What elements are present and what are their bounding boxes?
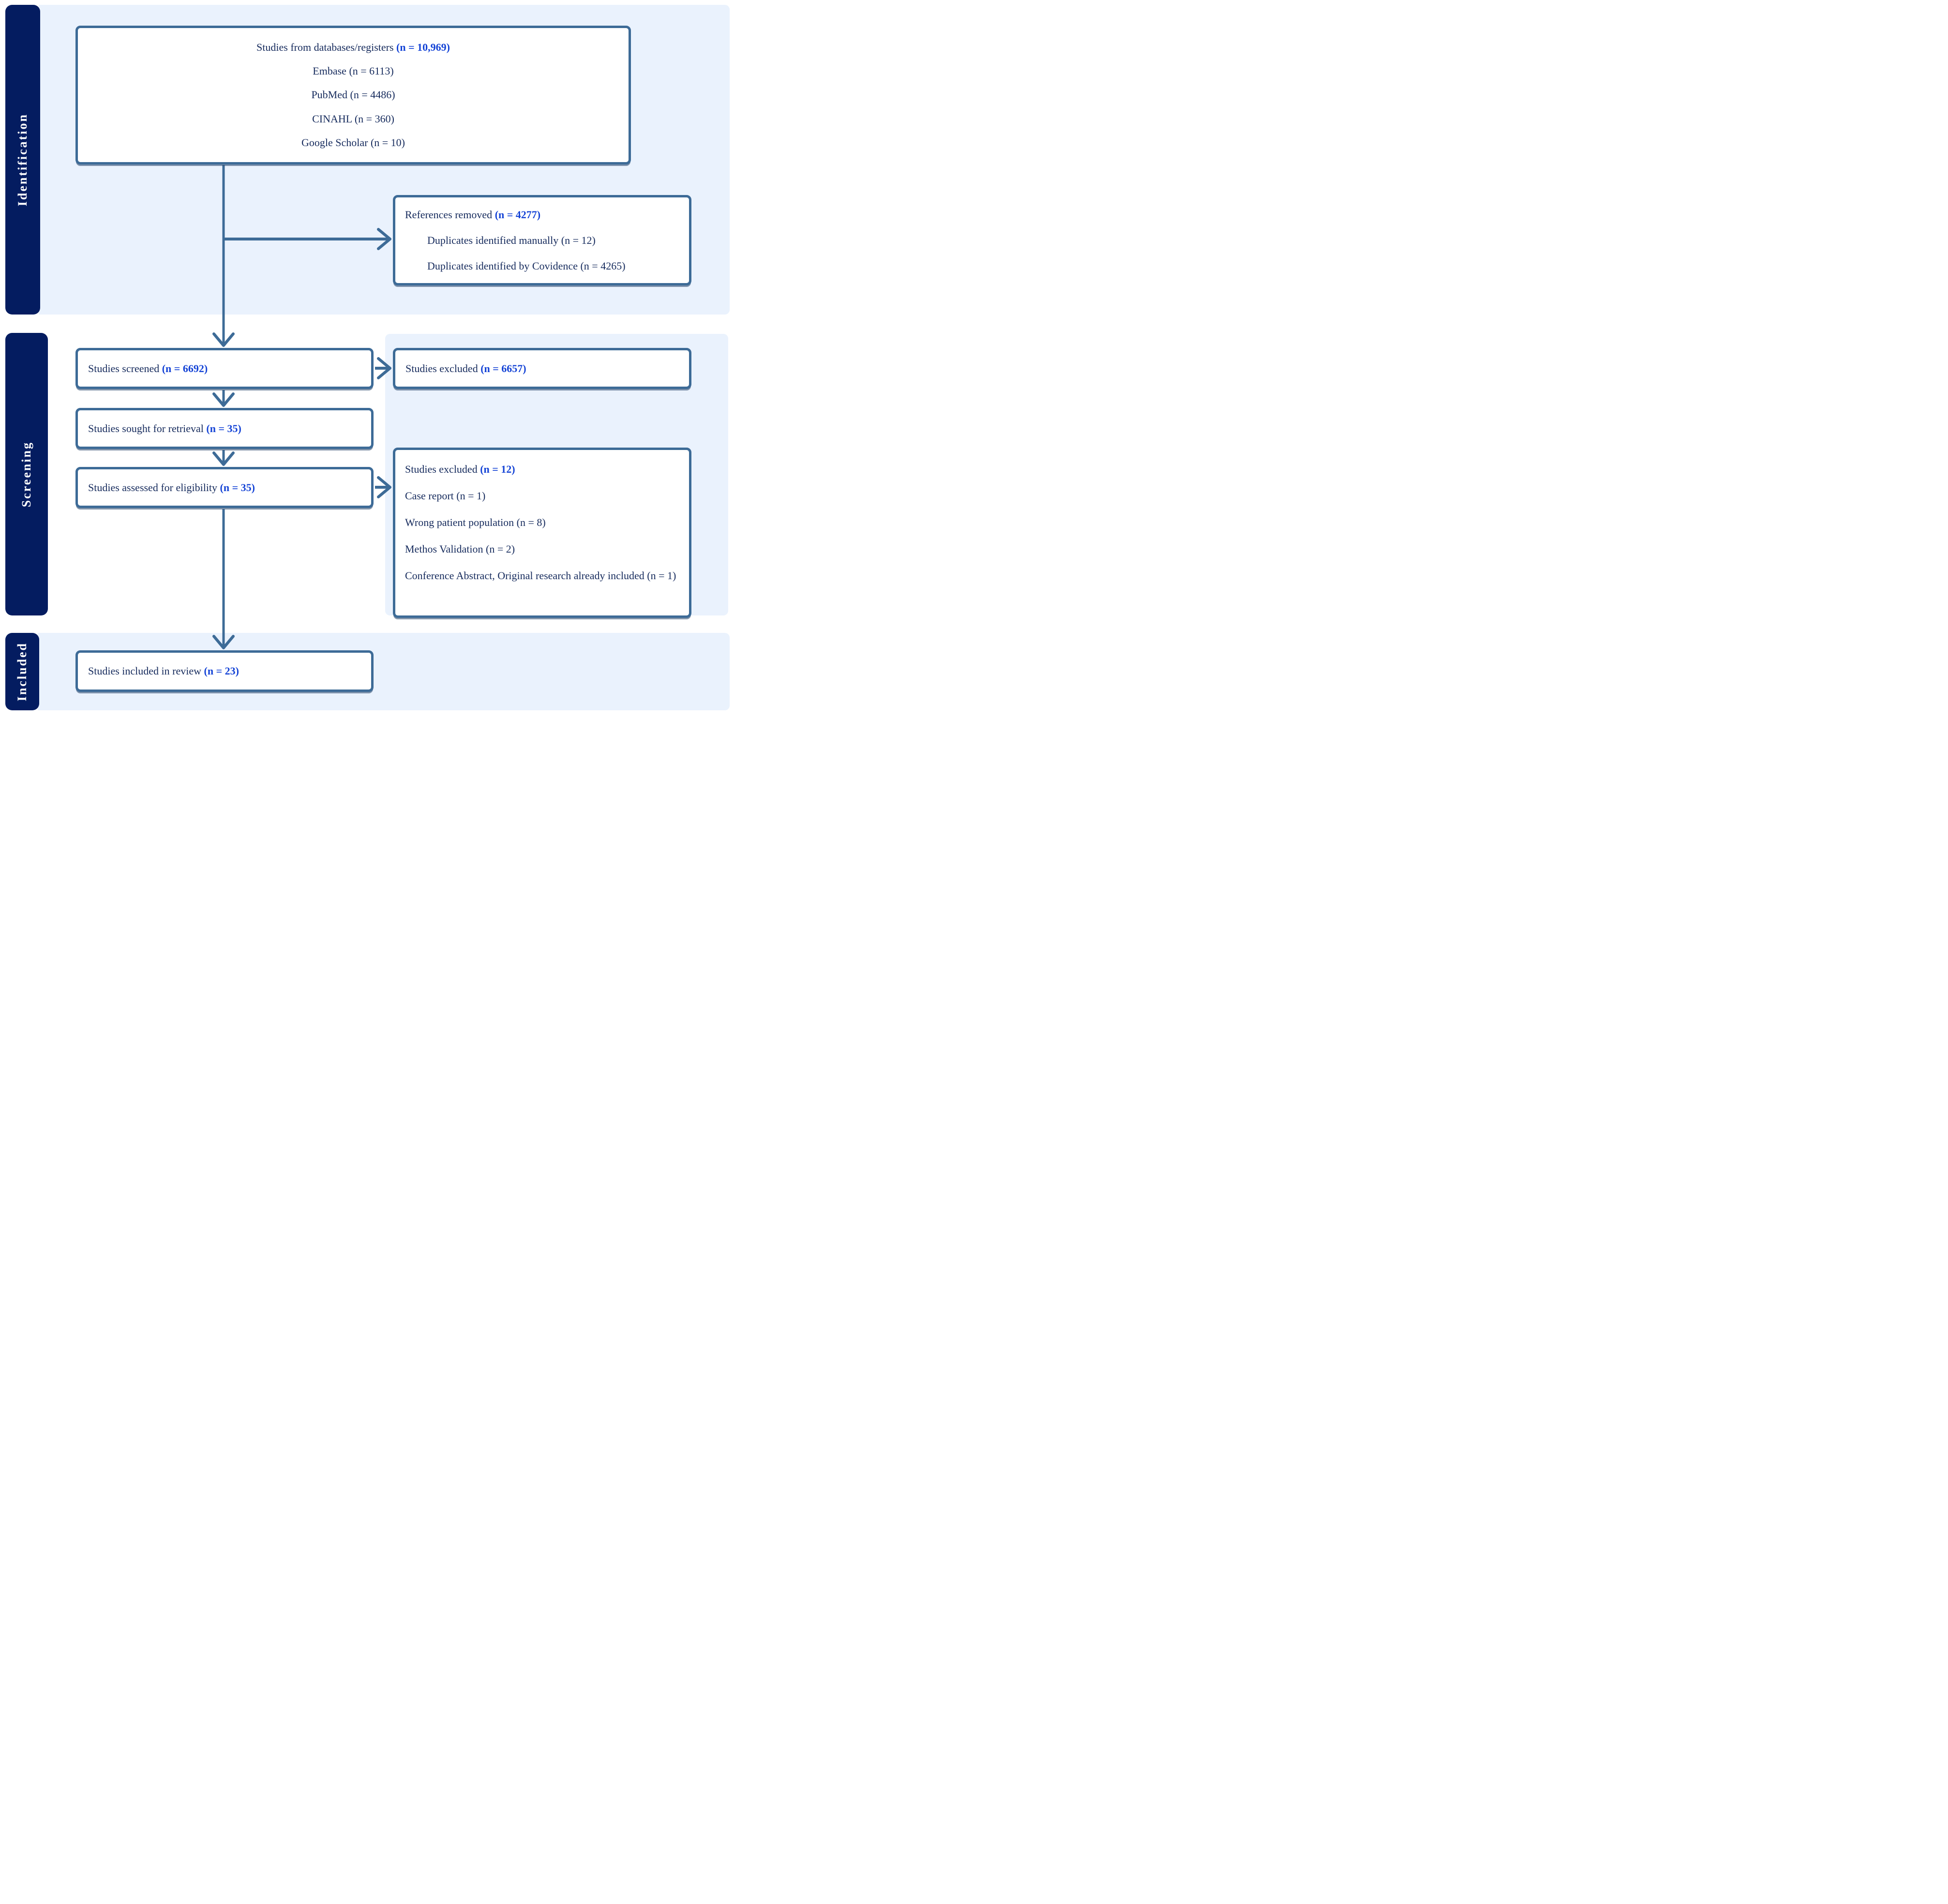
studies-excluded-eligibility-title: Studies excluded (n = 12) <box>405 456 677 482</box>
databases-count: (n = 10,969) <box>396 41 450 54</box>
database-source-line: PubMed (n = 4486) <box>311 89 395 101</box>
studies-sought-text: Studies sought for retrieval <box>88 422 207 435</box>
references-removed-count: (n = 4277) <box>494 209 541 221</box>
identification-stage-tab: Identification <box>5 5 40 315</box>
studies-screened-line: Studies screened (n = 6692) <box>88 362 208 375</box>
studies-screened-box: Studies screened (n = 6692) <box>75 348 374 389</box>
screening-stage-label: Screening <box>19 441 33 508</box>
included-stage-tab: Included <box>5 633 39 710</box>
databases-title: Studies from databases/registers (n = 10… <box>83 41 624 54</box>
references-removed-title: References removed (n = 4277) <box>405 202 682 227</box>
exclusion-reason-line: Methos Validation (n = 2) <box>405 543 515 555</box>
studies-included-count: (n = 23) <box>204 665 239 677</box>
studies-excluded-screening-line: Studies excluded (n = 6657) <box>405 362 526 375</box>
studies-included-text: Studies included in review <box>88 665 204 677</box>
studies-screened-text: Studies screened <box>88 362 162 375</box>
studies-screened-count: (n = 6692) <box>162 362 208 375</box>
studies-assessed-line: Studies assessed for eligibility (n = 35… <box>88 481 255 494</box>
studies-assessed-count: (n = 35) <box>220 481 255 494</box>
databases-title-text: Studies from databases/registers <box>256 41 397 54</box>
studies-sought-line: Studies sought for retrieval (n = 35) <box>88 422 241 435</box>
studies-excluded-screening-count: (n = 6657) <box>480 362 526 375</box>
duplicates-covidence-line: Duplicates identified by Covidence (n = … <box>427 260 626 272</box>
studies-excluded-eligibility-text: Studies excluded <box>405 463 480 475</box>
exclusion-reason-line: Wrong patient population (n = 8) <box>405 516 546 528</box>
included-stage-label: Included <box>15 642 29 702</box>
database-source-line: Embase (n = 6113) <box>313 65 394 77</box>
references-removed-title-text: References removed <box>405 209 495 221</box>
studies-included-line: Studies included in review (n = 23) <box>88 665 239 677</box>
duplicates-manual-line: Duplicates identified manually (n = 12) <box>427 234 596 246</box>
studies-excluded-screening-text: Studies excluded <box>405 362 481 375</box>
studies-assessed-text: Studies assessed for eligibility <box>88 481 220 494</box>
studies-sought-box: Studies sought for retrieval (n = 35) <box>75 408 374 449</box>
exclusion-reason-line: Case report (n = 1) <box>405 490 486 502</box>
database-source-line: Google Scholar (n = 10) <box>301 136 405 149</box>
screening-stage-tab: Screening <box>5 333 48 615</box>
identification-stage-label: Identification <box>15 113 30 207</box>
exclusion-reason-line: Conference Abstract, Original research a… <box>405 570 676 582</box>
studies-included-box: Studies included in review (n = 23) <box>75 650 374 692</box>
studies-assessed-box: Studies assessed for eligibility (n = 35… <box>75 467 374 508</box>
studies-excluded-eligibility-count: (n = 12) <box>480 463 515 475</box>
databases-box: Studies from databases/registers (n = 10… <box>75 26 631 165</box>
studies-excluded-screening-box: Studies excluded (n = 6657) <box>393 348 691 389</box>
references-removed-box: References removed (n = 4277) Duplicates… <box>393 195 691 285</box>
database-source-line: CINAHL (n = 360) <box>312 112 394 125</box>
studies-excluded-eligibility-box: Studies excluded (n = 12) Case report (n… <box>393 448 691 618</box>
studies-sought-count: (n = 35) <box>206 422 241 435</box>
prisma-flow-diagram: Identification Screening Included Studie… <box>0 0 731 714</box>
